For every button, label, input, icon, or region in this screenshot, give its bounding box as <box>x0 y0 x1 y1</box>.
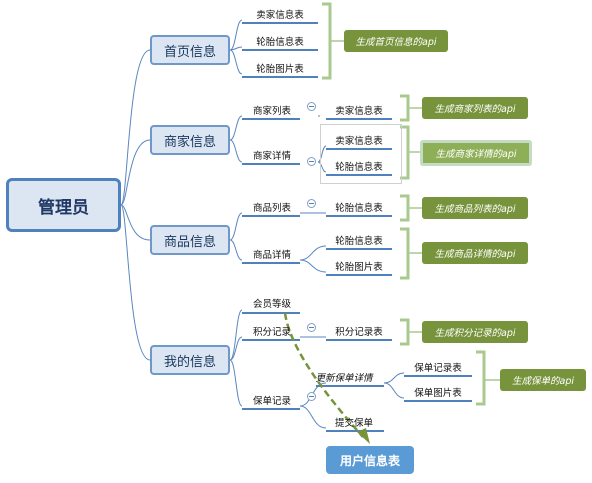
api-home[interactable]: 生成首页信息的api <box>344 30 448 52</box>
api-product-list[interactable]: 生成商品列表的api <box>422 197 528 219</box>
product-detail-tire[interactable]: 轮胎信息表 <box>335 236 383 247</box>
collapse-icon[interactable] <box>307 102 316 111</box>
home-item-tire[interactable]: 轮胎信息表 <box>256 37 304 48</box>
merchant-list-seller[interactable]: 卖家信息表 <box>335 106 383 117</box>
api-merchant-list[interactable]: 生成商家列表的api <box>422 97 528 119</box>
root-node[interactable]: 管理员 <box>6 178 121 232</box>
home-item-tire-image[interactable]: 轮胎图片表 <box>256 64 304 75</box>
merchant-detail-tire[interactable]: 轮胎信息表 <box>335 162 383 173</box>
product-list[interactable]: 商品列表 <box>252 203 292 214</box>
api-policy[interactable]: 生成保单的api <box>500 369 586 391</box>
product-list-tire[interactable]: 轮胎信息表 <box>335 203 383 214</box>
policy-image-table[interactable]: 保单图片表 <box>414 388 462 399</box>
policy-record-table[interactable]: 保单记录表 <box>414 363 462 374</box>
branch-home[interactable]: 首页信息 <box>150 35 230 65</box>
collapse-icon[interactable] <box>307 392 316 401</box>
home-item-seller[interactable]: 卖家信息表 <box>256 10 304 21</box>
product-detail[interactable]: 商品详情 <box>252 250 292 261</box>
collapse-icon[interactable] <box>307 199 316 208</box>
product-detail-tire-image[interactable]: 轮胎图片表 <box>335 262 383 273</box>
api-points[interactable]: 生成积分记录的api <box>422 321 528 343</box>
merchant-detail[interactable]: 商家详情 <box>252 151 292 162</box>
points-record-table[interactable]: 积分记录表 <box>335 327 383 338</box>
member-level[interactable]: 会员等级 <box>252 299 292 310</box>
collapse-icon[interactable] <box>307 323 316 332</box>
policy-record[interactable]: 保单记录 <box>252 396 292 407</box>
api-product-detail[interactable]: 生成商品详情的api <box>422 242 528 264</box>
api-merchant-detail[interactable]: 生成商家详情的api <box>420 140 532 166</box>
policy-submit[interactable]: 提交保单 <box>334 418 374 429</box>
branch-mine[interactable]: 我的信息 <box>150 345 230 375</box>
collapse-icon[interactable] <box>307 157 316 166</box>
branch-merchant[interactable]: 商家信息 <box>150 125 230 155</box>
merchant-list[interactable]: 商家列表 <box>252 106 292 117</box>
branch-product[interactable]: 商品信息 <box>150 225 230 255</box>
policy-update-detail[interactable]: 更新保单详情 <box>315 373 373 384</box>
user-info-table-node[interactable]: 用户信息表 <box>326 446 414 474</box>
points-record[interactable]: 积分记录 <box>252 327 292 338</box>
selection-frame <box>320 124 402 184</box>
merchant-detail-seller[interactable]: 卖家信息表 <box>335 136 383 147</box>
